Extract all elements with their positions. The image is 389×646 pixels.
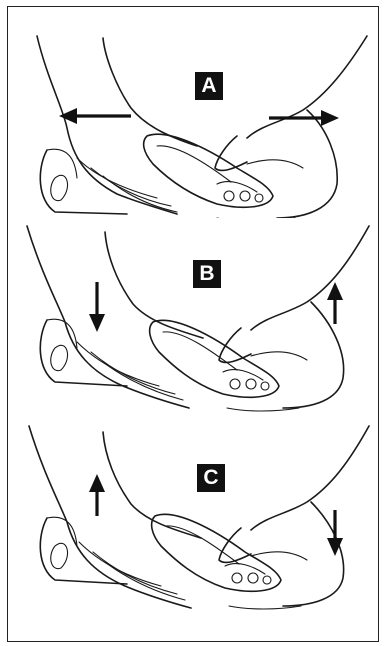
- panel-b: B: [7, 212, 379, 412]
- panel-label-a: A: [195, 72, 223, 100]
- panel-label-b: B: [193, 260, 221, 288]
- panel-a: A: [7, 18, 379, 218]
- panel-label-c: C: [197, 464, 225, 492]
- arrow-down-icon: [7, 412, 379, 612]
- arrow-right-icon: [7, 18, 379, 218]
- panel-c: C: [7, 412, 379, 612]
- arrow-up-icon: [7, 212, 379, 412]
